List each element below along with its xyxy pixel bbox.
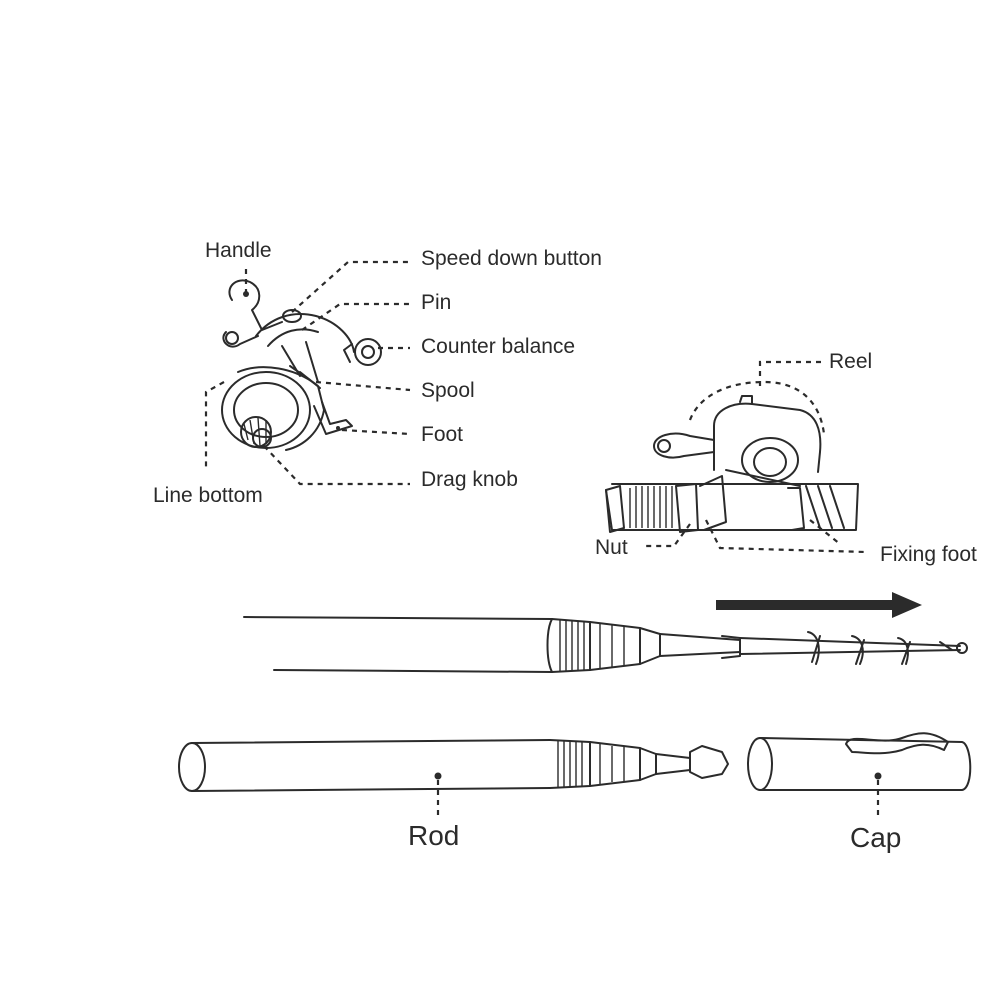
cap-illustration <box>747 732 972 791</box>
spool-label: Spool <box>421 379 475 402</box>
reel-callout-lines <box>204 260 411 486</box>
frame-loop-shape <box>255 313 355 353</box>
nut-shape <box>675 483 699 533</box>
speed-down-button-label: Speed down button <box>421 247 602 270</box>
handle-arm-shape <box>222 331 259 348</box>
extended-rod-illustration <box>243 616 968 673</box>
rod-label: Rod <box>408 820 460 851</box>
arrow-right-icon <box>716 592 922 618</box>
collapsed-rod-illustration <box>178 739 729 792</box>
counter-balance-shape <box>354 338 382 366</box>
fixing-foot-label: Fixing foot <box>880 543 977 566</box>
cap-label: Cap <box>850 822 902 853</box>
cap-clip-shape <box>845 732 949 755</box>
pen-callout-lines <box>434 772 882 820</box>
drag-knob-label: Drag knob <box>421 468 518 491</box>
extended-rod-body <box>243 616 553 673</box>
speed-button-shape <box>282 309 302 323</box>
fixing-foot-shape <box>699 475 727 531</box>
reel-illustration <box>221 279 382 451</box>
nut-label: Nut <box>595 536 628 559</box>
counter-balance-label: Counter balance <box>421 335 576 358</box>
drag-knob-shape <box>240 416 272 448</box>
reel-assembly-illustration <box>605 395 859 533</box>
line-bottom-label: Line bottom <box>153 484 263 507</box>
handle-knob-shape <box>228 279 283 331</box>
handle-label: Handle <box>205 239 272 262</box>
mounted-reel-shape <box>713 402 822 473</box>
foot-label: Foot <box>421 423 464 446</box>
reel-label: Reel <box>829 350 873 373</box>
assembly-callout-lines <box>644 360 867 554</box>
pin-label: Pin <box>421 291 452 314</box>
foot-shape <box>313 401 353 435</box>
